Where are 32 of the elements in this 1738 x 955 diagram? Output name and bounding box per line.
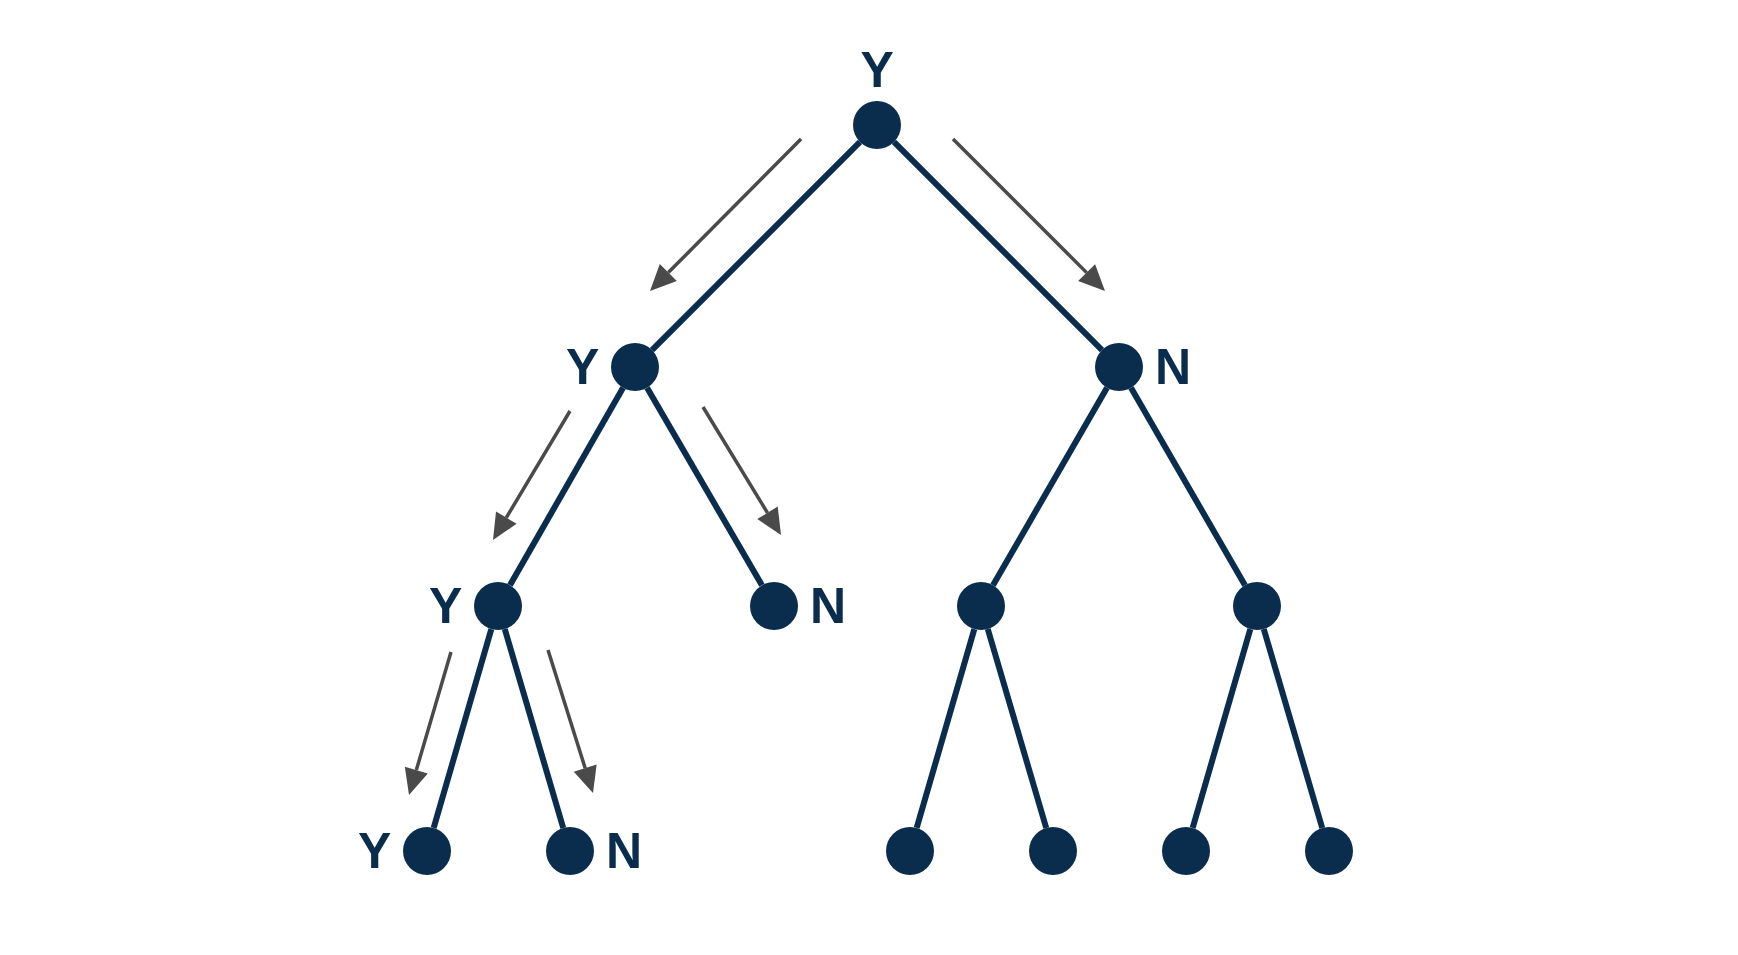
tree-branch — [430, 628, 495, 829]
tree-branch — [1260, 628, 1326, 829]
tree-node — [957, 582, 1005, 630]
node-caption: Y — [358, 826, 392, 876]
tree-branch — [1128, 386, 1248, 587]
tree-node — [1233, 582, 1281, 630]
node-caption: Y — [566, 342, 600, 392]
node-caption: N — [810, 581, 847, 631]
tree-branch — [891, 139, 1105, 353]
tree-branch — [507, 386, 626, 587]
tree-branch — [1189, 628, 1254, 829]
node-caption: N — [1155, 342, 1192, 392]
node-caption: Y — [429, 581, 463, 631]
tree-branch — [501, 628, 567, 829]
tree-node — [853, 101, 901, 149]
tree-branch — [644, 386, 765, 587]
tree-branch — [649, 139, 863, 353]
tree-node — [1305, 827, 1353, 875]
tree-node — [886, 827, 934, 875]
tree-node — [750, 582, 798, 630]
tree-node — [1162, 827, 1210, 875]
tree-branch — [990, 386, 1110, 587]
tree-branch — [913, 628, 978, 829]
tree-node — [1029, 827, 1077, 875]
tree-node — [546, 827, 594, 875]
tree-node — [403, 827, 451, 875]
tree-branch — [984, 628, 1050, 829]
node-caption: Y — [860, 45, 894, 95]
tree-node — [611, 343, 659, 391]
tree-node — [1095, 343, 1143, 391]
node-caption: N — [606, 826, 643, 876]
tree-node — [474, 582, 522, 630]
